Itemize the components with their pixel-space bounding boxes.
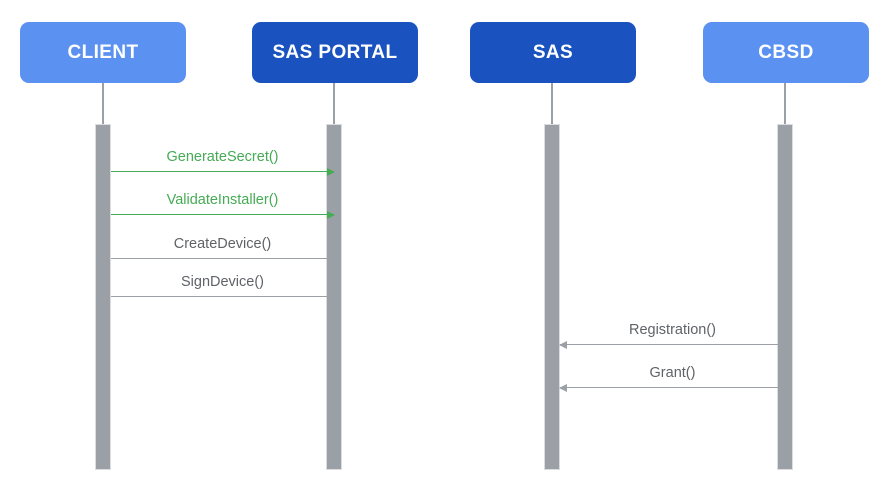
message-line-generate-secret [111, 170, 334, 172]
message-validate-installer[interactable]: ValidateInstaller() [111, 192, 335, 219]
arrowhead-icon-registration [559, 340, 567, 349]
message-line-grant [560, 386, 785, 388]
activation-bar-client [95, 124, 111, 470]
message-grant[interactable]: Grant() [559, 365, 785, 392]
arrowhead-icon-validate-installer [327, 210, 335, 219]
message-line-registration [560, 343, 785, 345]
participant-box-sas[interactable]: SAS [470, 22, 636, 83]
participant-label-sas-portal: SAS PORTAL [272, 42, 398, 63]
activation-bar-cbsd [777, 124, 793, 470]
message-label-sign-device: SignDevice() [181, 274, 264, 290]
message-label-registration: Registration() [628, 322, 717, 338]
participant-label-client: CLIENT [67, 42, 139, 63]
message-line-sign-device [111, 295, 334, 297]
participant-box-sas-portal[interactable]: SAS PORTAL [252, 22, 418, 83]
message-create-device[interactable]: CreateDevice() [111, 236, 335, 263]
message-generate-secret[interactable]: GenerateSecret() [111, 149, 335, 176]
message-label-generate-secret: GenerateSecret() [166, 149, 279, 165]
arrowhead-icon-generate-secret [327, 167, 335, 176]
message-line-validate-installer [111, 213, 334, 215]
arrowhead-icon-grant [559, 383, 567, 392]
participant-box-cbsd[interactable]: CBSD [703, 22, 869, 83]
participant-box-client[interactable]: CLIENT [20, 22, 186, 83]
participant-label-sas: SAS [532, 42, 574, 63]
message-sign-device[interactable]: SignDevice() [111, 274, 335, 301]
message-label-validate-installer: ValidateInstaller() [166, 192, 279, 208]
message-line-create-device [111, 257, 334, 259]
arrowhead-icon-create-device [327, 254, 335, 263]
message-registration[interactable]: Registration() [559, 322, 785, 349]
participant-label-cbsd: CBSD [758, 42, 814, 63]
arrowhead-icon-sign-device [327, 292, 335, 301]
message-label-create-device: CreateDevice() [173, 236, 272, 252]
activation-bar-sas [544, 124, 560, 470]
message-label-grant: Grant() [649, 365, 696, 381]
